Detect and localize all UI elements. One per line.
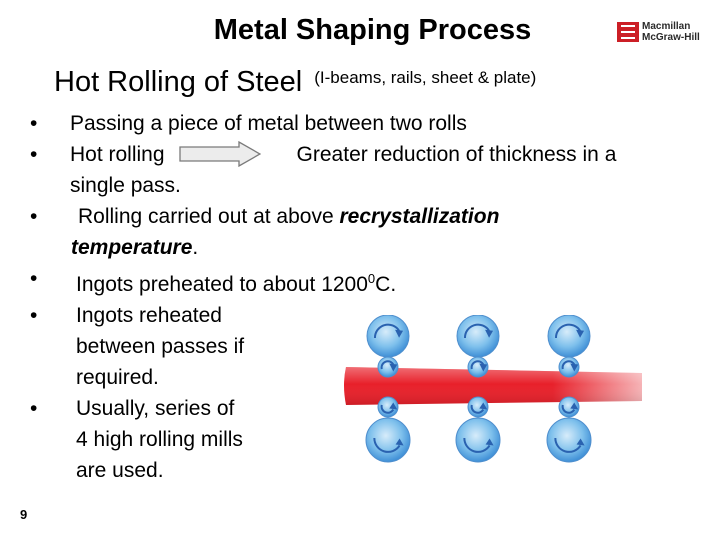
work-roll-top bbox=[467, 356, 489, 378]
slide-title: Metal Shaping Process bbox=[213, 14, 532, 46]
backup-roll-top bbox=[456, 315, 500, 358]
bullet-2-text-after: Greater reduction of thickness in a bbox=[296, 143, 617, 166]
bullet-2-text: Hot rolling bbox=[70, 143, 165, 166]
bullet-dot: • bbox=[30, 205, 38, 228]
bullet-5-line-1: Ingots reheated bbox=[76, 304, 222, 327]
backup-roll-bottom bbox=[546, 417, 592, 463]
bullet-4-unit: C. bbox=[375, 273, 397, 296]
work-roll-bottom bbox=[467, 396, 489, 418]
backup-roll-bottom bbox=[365, 417, 411, 463]
bullet-list: • Passing a piece of metal between two r… bbox=[30, 108, 616, 486]
bullet-2-continuation: single pass. bbox=[30, 170, 616, 201]
bullet-4: • Ingots preheated to about 12000C. bbox=[30, 263, 616, 300]
logo-line-1: Macmillan bbox=[642, 21, 691, 32]
bullet-dot: • bbox=[30, 112, 38, 135]
bullet-4-text: Ingots preheated to about 1200 bbox=[76, 273, 368, 296]
bullet-1: • Passing a piece of metal between two r… bbox=[30, 108, 616, 139]
bullet-3-emphasis: recrystallization bbox=[339, 205, 500, 228]
work-roll-bottom bbox=[377, 396, 399, 418]
bullet-6: • Usually, series of bbox=[30, 393, 616, 424]
bullet-2-cont-text: single pass. bbox=[70, 174, 181, 197]
logo-text: Macmillan McGraw-Hill bbox=[642, 21, 700, 43]
bullet-2: • Hot rolling Greater reduction of thickn… bbox=[30, 139, 616, 170]
bullet-dot: • bbox=[30, 143, 38, 166]
bullet-3-emphasis-2: temperature bbox=[71, 236, 193, 259]
logo-line-2: McGraw-Hill bbox=[642, 32, 700, 43]
backup-roll-top bbox=[547, 315, 591, 358]
bullet-6-line-3: are used. bbox=[76, 459, 164, 482]
work-roll-top bbox=[377, 356, 399, 378]
slide-subtitle: Hot Rolling of Steel (I-beams, rails, she… bbox=[54, 66, 536, 99]
bullet-1-text: Passing a piece of metal between two rol… bbox=[70, 112, 467, 135]
bullet-6-line-2: 4 high rolling mills bbox=[76, 428, 243, 451]
bullet-3-text: Rolling carried out at above bbox=[78, 205, 340, 228]
bullet-dot: • bbox=[30, 397, 38, 420]
bullet-4-degree: 0 bbox=[367, 271, 376, 286]
bullet-dot: • bbox=[30, 304, 38, 327]
work-roll-bottom bbox=[558, 396, 580, 418]
bullet-3-end: . bbox=[192, 236, 199, 259]
rolling-mill-diagram bbox=[344, 315, 642, 463]
backup-roll-bottom bbox=[455, 417, 501, 463]
work-roll-top bbox=[558, 356, 580, 378]
page-number: 9 bbox=[20, 507, 28, 522]
bullet-5-line-3: required. bbox=[76, 366, 159, 389]
subtitle-note: (I-beams, rails, sheet & plate) bbox=[314, 68, 537, 87]
bullet-5-line-2: between passes if bbox=[76, 335, 245, 358]
bullet-5: • Ingots reheated bbox=[30, 300, 616, 331]
bullet-3: • Rolling carried out at above recrystal… bbox=[30, 201, 616, 232]
bullet-dot: • bbox=[30, 267, 38, 290]
logo-mark-icon bbox=[617, 22, 639, 42]
subtitle-main: Hot Rolling of Steel bbox=[54, 66, 303, 98]
backup-roll-top bbox=[366, 315, 410, 358]
publisher-logo: Macmillan McGraw-Hill bbox=[617, 19, 700, 45]
bullet-3-continuation: temperature. bbox=[30, 232, 616, 263]
right-arrow-icon bbox=[178, 141, 261, 167]
bullet-6-line-1: Usually, series of bbox=[76, 397, 235, 420]
